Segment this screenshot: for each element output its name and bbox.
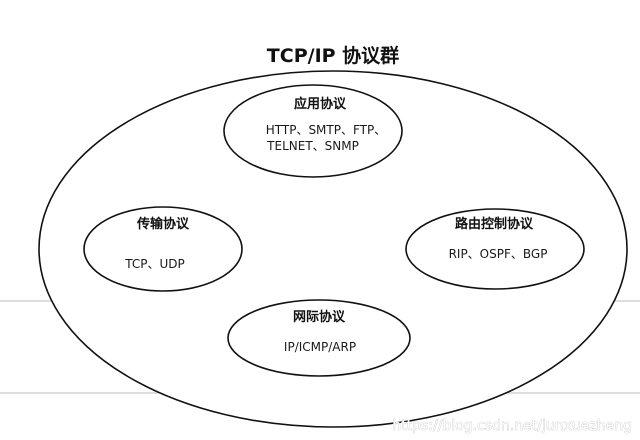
node-application-line-2: TELNET、SNMP <box>266 139 359 153</box>
node-transport-title: 传输协议 <box>136 216 190 232</box>
node-application-title: 应用协议 <box>294 96 347 112</box>
node-transport: 传输协议 TCP、UDP <box>83 206 243 292</box>
watermark-text: https://blog.csdn.net/junxuezheng <box>392 418 632 434</box>
node-network-line-1: IP/ICMP/ARP <box>284 340 356 354</box>
node-network-title: 网际协议 <box>293 309 346 325</box>
node-network-ellipse <box>227 299 411 377</box>
node-transport-line-1: TCP、UDP <box>124 257 185 271</box>
node-transport-ellipse <box>83 206 243 292</box>
node-application: 应用协议 HTTP、SMTP、FTP、 TELNET、SNMP <box>223 84 403 178</box>
node-routing-title: 路由控制协议 <box>455 216 534 232</box>
outer-protocol-suite-ellipse <box>38 70 628 428</box>
node-routing-ellipse <box>405 208 585 290</box>
node-application-line-1: HTTP、SMTP、FTP、 <box>266 123 387 137</box>
node-routing-line-1: RIP、OSPF、BGP <box>449 247 548 261</box>
node-application-ellipse <box>223 84 403 178</box>
node-routing: 路由控制协议 RIP、OSPF、BGP <box>405 208 585 290</box>
diagram-title: TCP/IP 协议群 <box>267 44 399 67</box>
node-network: 网际协议 IP/ICMP/ARP <box>227 299 411 377</box>
